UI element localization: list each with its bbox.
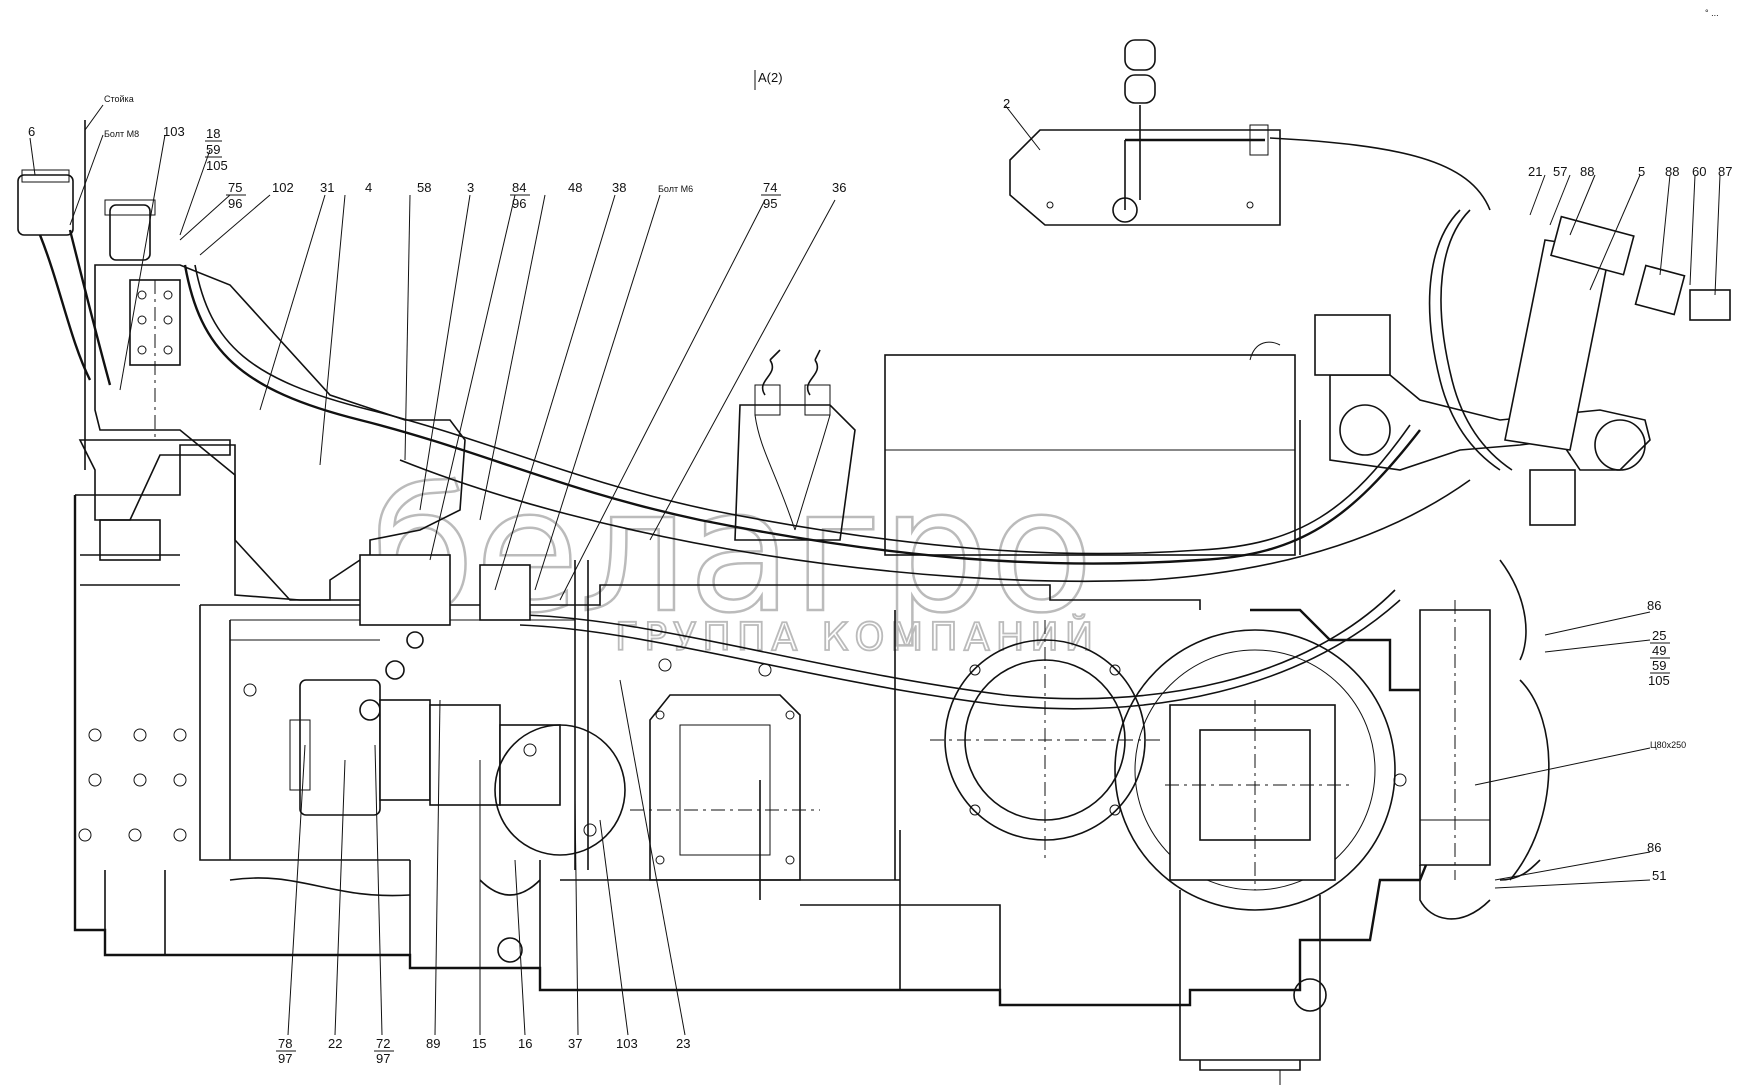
callout-95: 95 (763, 196, 777, 211)
housing-bolts (78, 658, 1407, 847)
callout-3: 3 (467, 180, 474, 195)
callout-103b: 103 (616, 1036, 638, 1051)
view-label: A(2) (758, 70, 783, 85)
lift-cylinder-lower (1419, 600, 1491, 920)
callout-25: 25 (1652, 628, 1666, 643)
callout-89: 89 (426, 1036, 440, 1051)
callout-cylinder-size: Ц80х250 (1650, 740, 1686, 750)
callout-87: 87 (1718, 164, 1732, 179)
callout-bolt-m8: Болт М8 (104, 129, 139, 139)
callout-96b: 96 (512, 196, 526, 211)
callout-105b: 105 (1648, 673, 1670, 688)
callout-57: 57 (1553, 164, 1567, 179)
callout-58: 58 (417, 180, 431, 195)
gear-lever-boots (734, 349, 856, 541)
callout-74: 74 (763, 180, 777, 195)
callout-97b: 97 (376, 1051, 390, 1066)
valve-block (359, 554, 589, 870)
callout-105a: 105 (206, 158, 228, 173)
callout-22: 22 (328, 1036, 342, 1051)
callout-37: 37 (568, 1036, 582, 1051)
axle-flange (930, 620, 1160, 860)
lever-detail (1009, 39, 1491, 226)
callout-15: 15 (472, 1036, 486, 1051)
oil-tank (94, 199, 466, 601)
upper-block (884, 341, 1301, 556)
callout-49: 49 (1652, 643, 1666, 658)
callout-86b: 86 (1647, 840, 1661, 855)
callout-21: 21 (1528, 164, 1542, 179)
callout-2: 2 (1003, 96, 1010, 111)
hoses (183, 209, 1550, 881)
callout-86a: 86 (1647, 598, 1661, 613)
callout-23: 23 (676, 1036, 690, 1051)
tank-bracket (78, 439, 231, 561)
corner-mark: ° ... (1705, 8, 1719, 18)
callout-labels: A(2) ° ... 6 Стойка Болт М8 103 18 59 10… (28, 8, 1732, 1066)
label-underlines (205, 70, 1670, 1052)
callout-78: 78 (278, 1036, 292, 1051)
hitch-arm (1314, 314, 1651, 471)
callout-72: 72 (376, 1036, 390, 1051)
callout-36: 36 (832, 180, 846, 195)
callout-103a: 103 (163, 124, 185, 139)
callout-60: 60 (1692, 164, 1706, 179)
callout-75: 75 (228, 180, 242, 195)
hydraulic-pump (289, 679, 626, 963)
callout-59a: 59 (206, 142, 220, 157)
callout-96a: 96 (228, 196, 242, 211)
final-drive (1114, 629, 1396, 1085)
transmission-housing (73, 444, 1442, 1007)
callout-38: 38 (612, 180, 626, 195)
callout-48: 48 (568, 180, 582, 195)
callout-5: 5 (1638, 164, 1645, 179)
callout-16: 16 (518, 1036, 532, 1051)
callout-18: 18 (206, 126, 220, 141)
callout-97a: 97 (278, 1051, 292, 1066)
callout-102: 102 (272, 180, 294, 195)
callout-84: 84 (512, 180, 526, 195)
callout-51: 51 (1652, 868, 1666, 883)
callout-59b: 59 (1652, 658, 1666, 673)
callout-88b: 88 (1665, 164, 1679, 179)
callout-4: 4 (365, 180, 372, 195)
gearbox-cover (630, 694, 820, 881)
callout-bolt-m6: Болт М6 (658, 184, 693, 194)
callout-6: 6 (28, 124, 35, 139)
callout-stoyka: Стойка (104, 94, 134, 104)
watermark: белагро ГРУППА КОМПАНИЙ (369, 452, 1095, 660)
callout-31: 31 (320, 180, 334, 195)
filler-neck (17, 120, 112, 470)
leader-lines (29, 104, 1721, 1036)
lift-cylinder-upper (1504, 215, 1731, 526)
callout-88a: 88 (1580, 164, 1594, 179)
